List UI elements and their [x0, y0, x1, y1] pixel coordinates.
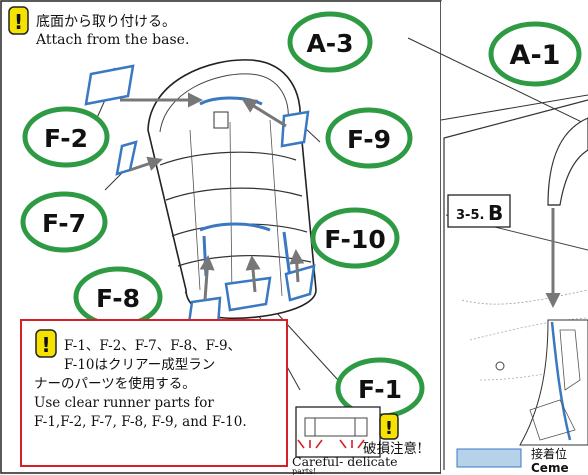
exclamation-icon: [379, 413, 399, 440]
note-line-3: ナーのパーツを使用する。: [34, 375, 196, 392]
callout-f2: F-2: [22, 106, 110, 168]
note-line-4: Use clear runner parts for: [34, 395, 214, 411]
callout-f8: F-8: [73, 266, 163, 328]
glue-line: [550, 321, 572, 441]
hull-detail: [495, 361, 505, 371]
zoom-line: [440, 94, 588, 121]
cockpit-detail: [529, 399, 576, 441]
careful-en-2: parts!: [292, 467, 316, 475]
assembly-arrows: [120, 92, 305, 301]
callout-f7-label: F-7: [42, 209, 86, 238]
legend-ja: 接着位: [531, 446, 567, 461]
note-line-5: F-1,F-2, F-7, F-8, F-9, and F-10.: [34, 414, 247, 430]
callout-f7: F-7: [20, 191, 108, 253]
step-reference-letter: B: [488, 201, 503, 225]
careful-en-1: Careful- delicate: [292, 454, 398, 469]
callout-f9-label: F-9: [347, 125, 391, 154]
panel-line: [469, 317, 588, 341]
exclamation-icon: [35, 329, 57, 358]
callout-f1: F-1: [335, 357, 425, 419]
break-warning-marks: [297, 439, 365, 449]
note-box-frame: [20, 319, 288, 467]
callout-a1-label: A-1: [510, 40, 561, 71]
careful-ja: 破損注意!: [363, 440, 422, 457]
svg-text:!: !: [14, 10, 23, 34]
part-f9: [280, 110, 310, 148]
instruction-en: Attach from the base.: [35, 32, 189, 48]
callout-f8-label: F-8: [96, 284, 140, 313]
svg-text:!: !: [41, 333, 50, 357]
part-f10: [284, 264, 316, 302]
note-line-1: F-1、F-2、F-7、F-8、F-9、: [64, 338, 241, 354]
careful-inset: [295, 406, 381, 458]
canopy-part: [547, 117, 588, 206]
callout-f2-label: F-2: [44, 124, 88, 153]
note-line-2: F-10はクリアー成型ラン: [64, 357, 215, 373]
legend: 接着位 Ceme: [456, 446, 569, 475]
callout-f9: F-9: [325, 107, 413, 169]
callout-a1: A-1: [488, 21, 582, 87]
part-f2: [84, 64, 135, 106]
callout-f10-label: F-10: [324, 225, 385, 254]
step-reference-box: [447, 194, 511, 228]
instruction-ja: 底面から取り付ける。: [36, 14, 176, 30]
callout-a3-label: A-3: [306, 29, 353, 58]
cockpit-detail: [559, 329, 581, 391]
zoom-line: [407, 37, 588, 126]
note-box: ! F-1、F-2、F-7、F-8、F-9、 F-10はクリアー成型ラン ナーの…: [20, 319, 288, 467]
instruction-top: ! 底面から取り付ける。 Attach from the base.: [8, 6, 189, 48]
part-f1: [224, 276, 272, 312]
detail-frame: [443, 99, 588, 470]
panel-line: [461, 289, 588, 305]
exclamation-icon: [8, 6, 29, 35]
callout-f1-label: F-1: [358, 375, 402, 404]
legend-en: Ceme: [531, 461, 569, 475]
careful-warning: ! 破損注意! Careful- delicate: [292, 413, 422, 469]
callout-a3: A-3: [287, 11, 373, 73]
cockpit: [519, 319, 588, 446]
svg-text:!: !: [385, 418, 393, 439]
callout-f10: F-10: [310, 207, 400, 269]
legend-swatch: [456, 448, 522, 468]
step-reference-prefix: 3-5.: [456, 208, 484, 223]
right-panel: [407, 1, 588, 475]
step-reference: 3-5. B: [447, 194, 511, 228]
